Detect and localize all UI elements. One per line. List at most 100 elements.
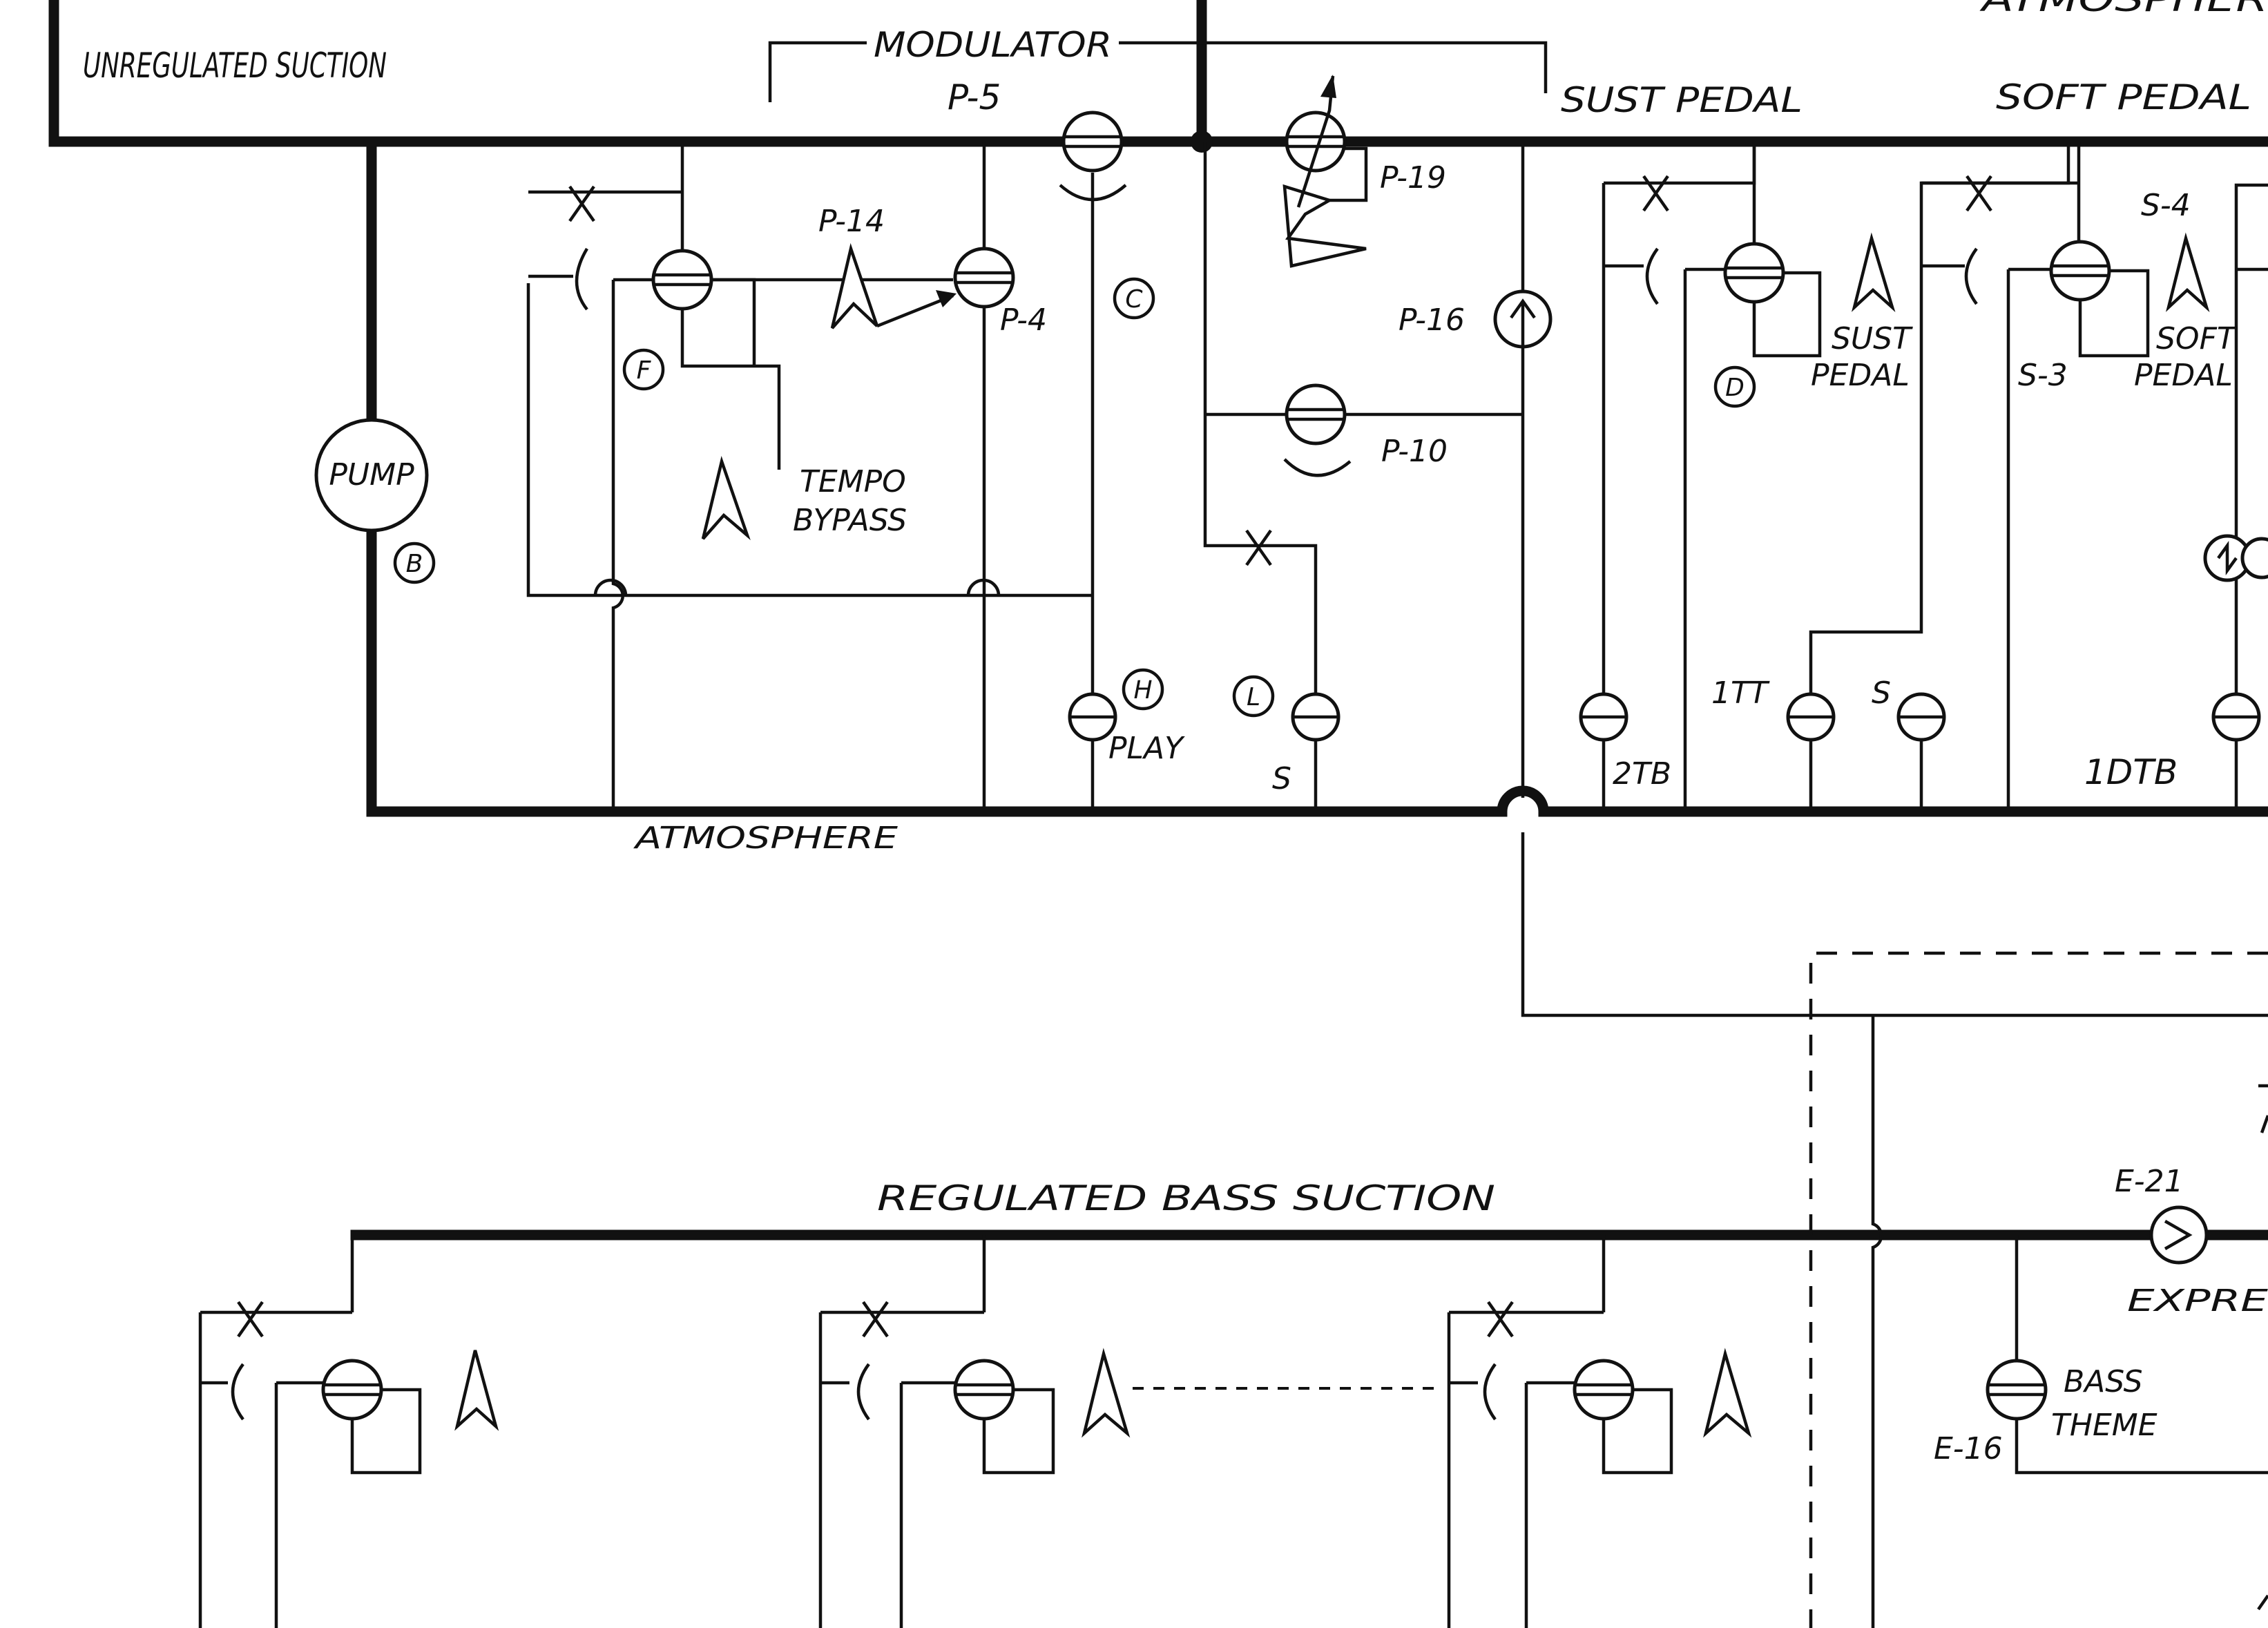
soft-box (2008, 267, 2150, 358)
valve-2tb (1579, 692, 1628, 742)
label-2tb: 2TB (1613, 756, 1671, 792)
p19-box (1329, 146, 1368, 202)
x-mark-bass-2 (862, 1301, 889, 1338)
choke-f (575, 247, 588, 311)
bass-circuit-2 (818, 1235, 1055, 1628)
label-modulator: MODULATOR (874, 25, 1112, 65)
p19-arrowhead (1320, 75, 1336, 98)
label-p16: P-16 (1399, 303, 1465, 338)
label-soft: SOFT (2156, 321, 2238, 356)
pump (314, 418, 429, 533)
choke-sust (1645, 247, 1659, 305)
tempo-bypass-link (680, 278, 781, 470)
x-mark-soft (1966, 175, 1992, 212)
label-s-mid: S (1872, 676, 1891, 711)
valve-1dtb (2211, 692, 2261, 742)
tempo-bypass-pointer (701, 455, 751, 541)
label-soft-pedal-top: SOFT PEDAL (1996, 77, 2251, 117)
svg-text:F: F (637, 356, 652, 385)
label-s-left: S (1272, 761, 1291, 796)
valve-p19 (1285, 111, 1347, 173)
label-1dtb: 1DTB (2084, 752, 2178, 792)
valve-bass-1 (321, 1359, 383, 1421)
choke-bass-1 (231, 1363, 244, 1421)
valve-e16 (1986, 1359, 2048, 1421)
circle-label-h: H (1122, 668, 1164, 711)
e16-circuit (2015, 1235, 2268, 1475)
x-mark-sust (1642, 175, 1669, 212)
bass-circuit-3 (1447, 1235, 1673, 1628)
svg-text:C: C (1125, 285, 1143, 314)
label-bass: BASS (2064, 1364, 2143, 1399)
atmosphere-line (366, 785, 2268, 817)
label-s3: S-3 (2018, 358, 2068, 393)
soft-circuit (1921, 142, 2081, 808)
svg-text:B: B (406, 550, 423, 578)
valve-e21 (2149, 1205, 2209, 1265)
label-p5: P-5 (948, 77, 1001, 117)
valve-f (651, 249, 713, 311)
x-mark-bass-3 (1487, 1301, 1514, 1338)
label-sust: SUST (1832, 321, 1913, 356)
soft-pointer (2165, 232, 2210, 312)
circle-label-b: B (393, 542, 436, 584)
label-sust-pedal-top: SUST PEDAL (1561, 80, 1803, 120)
circle-label-f: F (622, 348, 665, 391)
choke-bass-2 (856, 1363, 870, 1421)
label-e21: E-21 (2115, 1164, 2184, 1199)
valve-bass-3 (1573, 1359, 1635, 1421)
svg-text:L: L (1247, 683, 1260, 711)
label-1tt: 1TT (1711, 676, 1770, 711)
x-mark-p10 (1245, 529, 1272, 566)
valve-1tt (1786, 692, 1836, 742)
circle-label-l: L (1232, 675, 1275, 718)
p14-arrowhead (936, 290, 957, 307)
valve-p4 (953, 247, 1015, 309)
label-pump: PUMP (329, 457, 414, 492)
sust-box (1685, 267, 1822, 358)
valve-bass-2 (953, 1359, 1015, 1421)
label-p10: P-10 (1381, 434, 1448, 469)
x-mark-f (568, 185, 595, 222)
valve-soft (2049, 240, 2111, 302)
dashed-enclosure (1809, 951, 2268, 1628)
label-theme: THEME (2051, 1408, 2158, 1443)
label-p4: P-4 (1000, 303, 1047, 338)
x-mark-bass-1 (237, 1301, 264, 1338)
valve-p5 (1061, 111, 1124, 173)
label-expre: EXPRE (2127, 1283, 2268, 1319)
partial-valve-right (2203, 534, 2268, 582)
label-p14: P-14 (818, 204, 885, 239)
label-tempo: TEMPO (800, 464, 906, 499)
label-atmosphere: ATMOSPHERE (633, 821, 898, 856)
tt-circuit (1809, 142, 2070, 808)
junction-dot (1191, 131, 1213, 153)
circle-label-d: D (1713, 365, 1756, 408)
pointer-bass-3 (1703, 1348, 1752, 1438)
right-edge-marks (2257, 1084, 2268, 1611)
choke-bass-3 (1483, 1363, 1497, 1421)
expression-feed-line (1521, 832, 2268, 1017)
modulator-bracket (768, 41, 1548, 102)
bass-circuit-1 (198, 1235, 422, 1628)
choke-p10 (1283, 458, 1352, 477)
p14-pointer (830, 242, 879, 329)
label-pedal-soft: PEDAL (2134, 358, 2233, 393)
label-p19: P-19 (1380, 160, 1446, 195)
unregulated-suction-box (48, 0, 1207, 147)
label-regulated-bass: REGULATED BASS SUCTION (877, 1178, 1495, 1218)
valve-play (1068, 692, 1117, 742)
valve-s-left (1291, 692, 1340, 742)
p19-pointer (1282, 184, 1367, 268)
svg-text:H: H (1133, 676, 1152, 705)
label-bypass: BYPASS (793, 503, 907, 538)
label-atmosphere-top: ATMOSPHER (1979, 0, 2268, 19)
svg-text:D: D (1725, 374, 1745, 402)
label-play: PLAY (1108, 731, 1185, 766)
expression-vertical (1871, 1015, 1883, 1628)
label-unregulated: UNREGULATED SUCTION (83, 46, 387, 86)
valve-p16 (1493, 289, 1553, 349)
label-s4: S-4 (2141, 188, 2191, 223)
choke-soft (1964, 247, 1978, 305)
sust-pointer (1851, 232, 1896, 312)
